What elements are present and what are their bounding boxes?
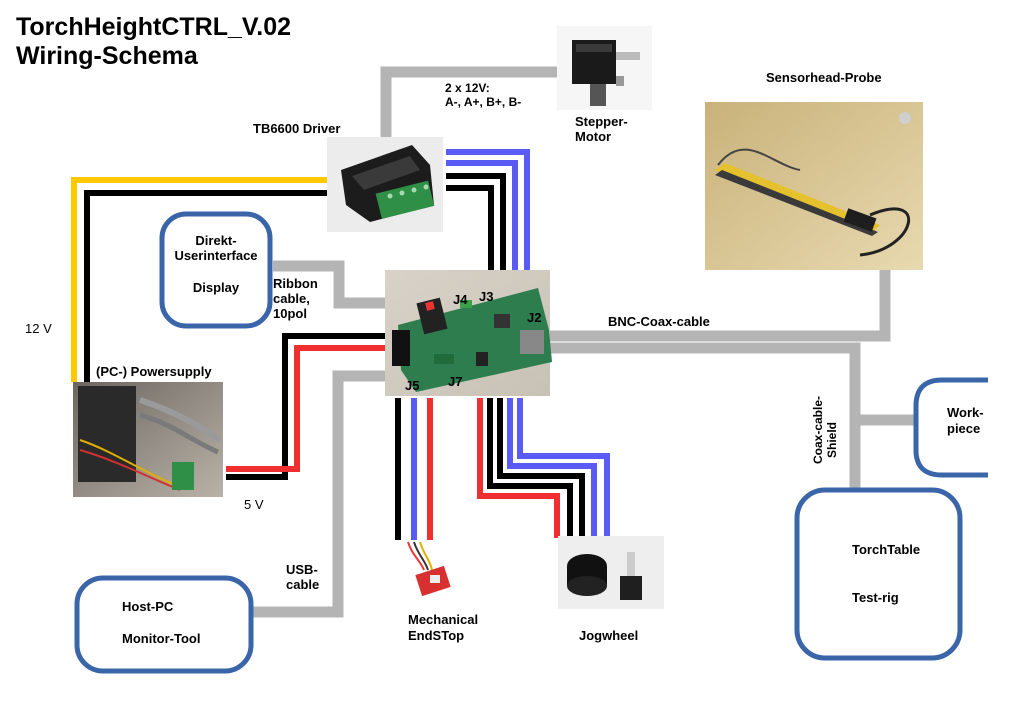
title-line-1: TorchHeightCTRL_V.02 [16,13,291,41]
jogwheel-wires [477,398,610,538]
shield-label-1: Coax-cable- [811,396,825,464]
ribbon-label-1: Ribbon [273,276,318,291]
stepper-motor-photo [557,26,652,110]
endstop-label-1: Mechanical [408,612,478,627]
bnc-label: BNC-Coax-cable [608,314,710,329]
workpiece-label-2: piece [947,421,980,436]
jog-wire-blue-1 [507,398,597,538]
yellow-12v-wire [71,177,330,382]
endstop-wires [395,398,433,540]
ribbon-cable [273,260,388,309]
motor-wires [446,149,530,272]
stepper-gray-cable [380,66,560,140]
workpiece-label-1: Work- [947,405,984,420]
motor-wire-blue-2 [446,160,518,272]
connector-j5: J5 [405,378,419,393]
bnc-coax-cable [549,270,891,342]
stepper-label-1: Stepper- [575,114,628,129]
jog-wire-black-2 [497,398,585,538]
jog-wire-red [477,398,560,538]
connector-j7: J7 [448,374,462,389]
sensor-probe-photo [705,102,923,270]
psu-wires [71,177,388,480]
sensorhead-label: Sensorhead-Probe [766,70,882,85]
usb-label-2: cable [286,577,319,592]
voltage-5v-label: 5 V [244,497,264,512]
ui-label-1: Direkt- [195,233,236,248]
shield-label-2: Shield [825,422,839,458]
motor-wires-label-1: 2 x 12V: [445,81,490,95]
usb-label-1: USB- [286,562,318,577]
torchtable-box [794,487,963,661]
jog-wire-black-1 [487,398,573,538]
ribbon-label-2: cable, [273,291,310,306]
ribbon-label-3: 10pol [273,306,307,321]
driver-module-photo [327,137,443,232]
hostpc-label-2: Monitor-Tool [122,631,200,646]
ui-label-2: Userinterface [174,248,257,263]
coax-shield-cable [548,342,861,492]
motor-wire-black-2 [446,185,494,272]
torchtable-label-1: TorchTable [852,542,920,557]
jogwheel-label: Jogwheel [579,628,638,643]
endstop-label-2: EndSTop [408,628,464,643]
psu-label: (PC-) Powersupply [96,364,212,379]
usb-cable [252,370,388,618]
red-5v-wire [226,345,388,472]
title-line-2: Wiring-Schema [16,42,199,70]
voltage-12v-label: 12 V [25,321,52,336]
pcb-photo [385,270,552,396]
connector-j4: J4 [453,292,468,307]
rotary-encoder-photo [558,536,664,609]
motor-wire-black [446,173,506,272]
connector-j2: J2 [527,310,541,325]
direct-ui-box [159,211,273,329]
power-supply-photo [73,382,223,497]
motor-wires-label-2: A-, A+, B+, B- [445,95,521,109]
connector-j3: J3 [479,289,493,304]
gray-cables [252,66,916,618]
torchtable-label-2: Test-rig [852,590,899,605]
black-5v-wire [226,333,388,480]
host-pc-box [74,575,254,674]
motor-wire-blue-1 [446,149,530,272]
stepper-label-2: Motor [575,129,611,144]
ui-label-3: Display [193,280,240,295]
jog-wire-blue-2 [517,398,610,538]
workpiece-box [913,377,988,478]
hostpc-label-1: Host-PC [122,599,174,614]
black-12v-wire [84,190,330,382]
tb6600-label: TB6600 Driver [253,121,340,136]
endstop-switch-photo [400,540,456,606]
